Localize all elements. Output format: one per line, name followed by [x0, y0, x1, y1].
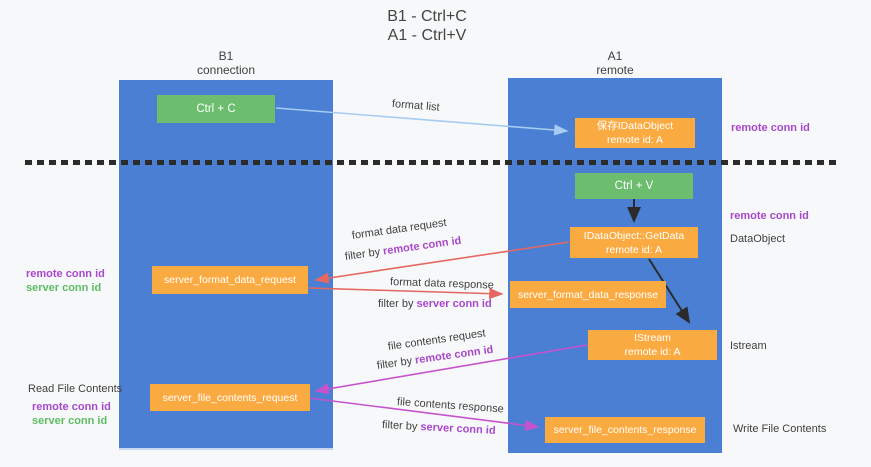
diagram-title-line2: A1 - Ctrl+V [387, 27, 467, 44]
node-save-idataobject: 保存IDataObject remote id: A [575, 118, 695, 148]
node-server-format-data-response: server_format_data_response [510, 281, 666, 308]
arrow-label-filter-server-2: filter by server conn id [382, 419, 496, 437]
node-idataobject-getdata: IDataObject::GetData remote id: A [570, 227, 698, 258]
node-save-idataobject-line1: 保存IDataObject [596, 120, 674, 132]
node-server-file-contents-response: server_file_contents_response [545, 417, 705, 443]
node-save-idataobject-line2: remote id: A [606, 134, 664, 146]
label-server-conn-id-left-top: server conn id [26, 282, 102, 294]
node-ctrl-c: Ctrl + C [157, 95, 275, 123]
node-ctrl-v-label: Ctrl + V [614, 180, 654, 192]
filter-by-text: filter by [381, 419, 421, 434]
lane-b1-name: B1 [218, 49, 234, 63]
server-conn-id-text: server conn id [420, 421, 496, 437]
filter-by-text: filter by [378, 298, 417, 310]
arrow-label-format-list: format list [391, 98, 441, 114]
label-istream: Istream [730, 340, 767, 352]
lane-header-b1: B1 connection [119, 49, 333, 77]
lane-b1-subtitle: connection [196, 63, 256, 77]
label-write-file-contents: Write File Contents [733, 423, 827, 435]
node-istream: IStream remote id: A [588, 330, 717, 360]
label-remote-conn-id-left-bottom: remote conn id [32, 401, 111, 413]
node-format-response-label: server_format_data_response [517, 288, 659, 301]
lane-a1-name: A1 [607, 49, 623, 63]
label-read-file-contents: Read File Contents [28, 383, 123, 395]
node-istream-line2: remote id: A [624, 346, 681, 358]
node-ctrl-v: Ctrl + V [575, 173, 693, 199]
node-istream-line1: IStream [634, 332, 671, 344]
label-dataobject: DataObject [730, 233, 786, 245]
remote-conn-id-text: remote conn id [382, 234, 463, 258]
server-conn-id-text: server conn id [416, 298, 492, 310]
label-server-conn-id-left-bottom: server conn id [32, 415, 108, 427]
arrow-label-file-contents-response: file contents response [396, 396, 505, 416]
filter-by-text: filter by [344, 245, 384, 263]
node-file-request-label: server_file_contents_request [162, 391, 298, 404]
arrow-label-format-data-response: format data response [389, 276, 495, 292]
arrow-label-filter-server-1: filter by server conn id [378, 298, 492, 310]
label-remote-conn-id-left-top: remote conn id [26, 268, 105, 280]
label-remote-conn-id-right-mid: remote conn id [730, 210, 809, 222]
node-getdata-line1: IDataObject::GetData [583, 229, 685, 242]
diagram-title-line1: B1 - Ctrl+C [387, 8, 467, 25]
phase-separator-dashed-line [25, 160, 838, 165]
node-file-response-label: server_file_contents_response [553, 424, 697, 436]
node-server-format-data-request: server_format_data_request [152, 266, 308, 294]
filter-by-text: filter by [376, 354, 416, 372]
lane-header-a1: A1 remote [508, 49, 722, 77]
node-server-file-contents-request: server_file_contents_request [150, 384, 310, 411]
node-ctrl-c-label: Ctrl + C [196, 103, 236, 115]
node-format-request-label: server_format_data_request [164, 274, 296, 286]
node-getdata-line2: remote id: A [605, 243, 663, 256]
lane-a1-subtitle: remote [596, 63, 634, 77]
label-remote-conn-id-right-top: remote conn id [731, 122, 810, 134]
